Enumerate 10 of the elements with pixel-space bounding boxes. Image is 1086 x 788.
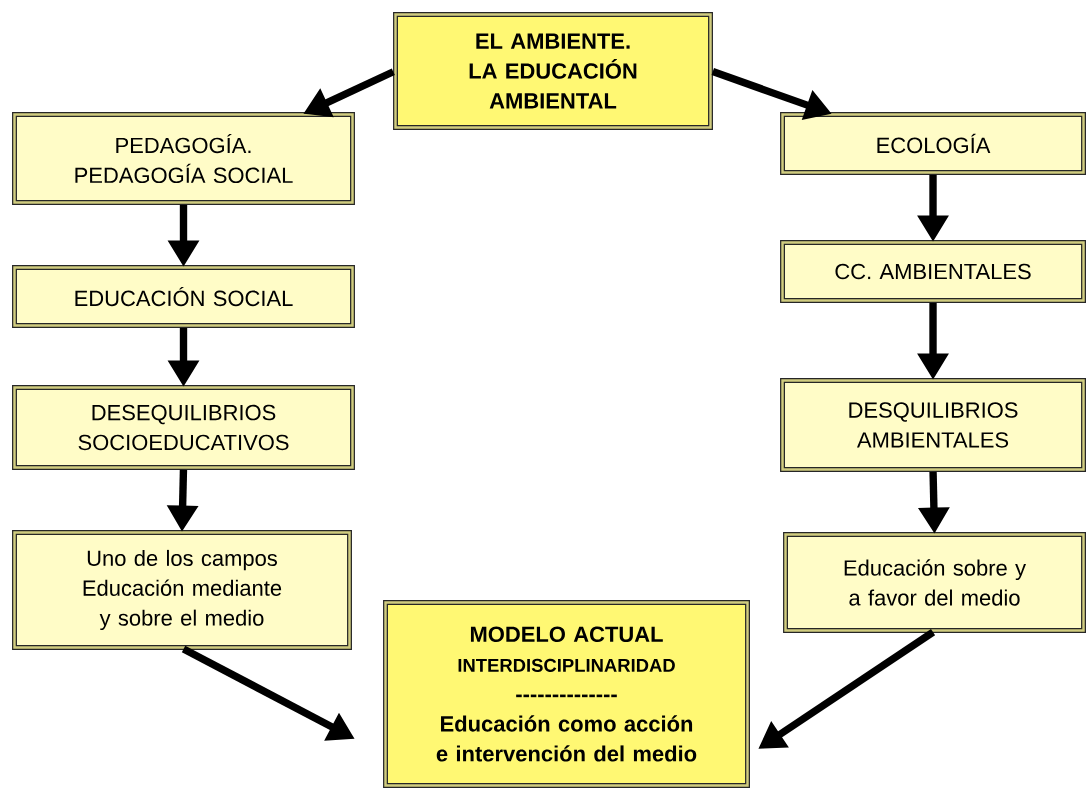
concept-box: EDUCACIÓN SOCIAL	[12, 265, 355, 328]
concept-box: EL AMBIENTE. LA EDUCACIÓN AMBIENTAL	[393, 12, 713, 130]
concept-box: DESQUILIBRIOS AMBIENTALES	[780, 378, 1086, 472]
concept-box: ECOLOGÍA	[780, 112, 1086, 175]
concept-box: MODELO ACTUAL INTERDISCIPLINARIDAD -------------- Educación como acción e intervención del medio	[383, 600, 750, 788]
concept-box: PEDAGOGÍA. PEDAGOGÍA SOCIAL	[12, 112, 355, 205]
concept-box: CC. AMBIENTALES	[780, 240, 1086, 303]
concept-box: Uno de los campos Educación mediante y sobre el medio	[12, 530, 352, 650]
concept-box: DESEQUILIBRIOS SOCIOEDUCATIVOS	[12, 385, 355, 470]
concept-box: Educación sobre y a favor del medio	[783, 532, 1086, 633]
